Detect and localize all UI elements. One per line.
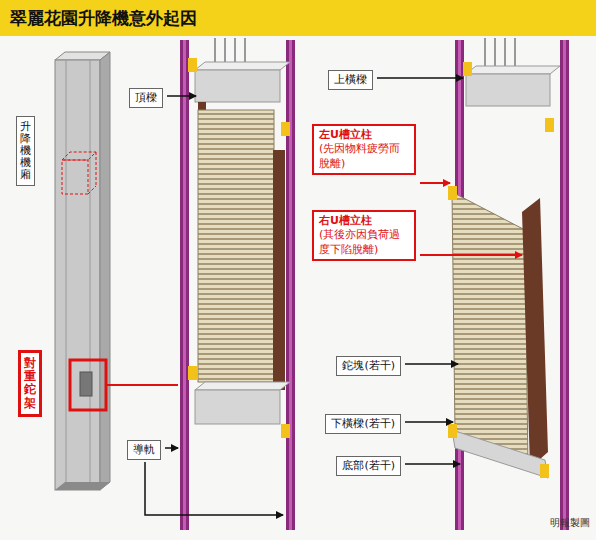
label-box: 右U槽立柱(其後亦因負荷過度下陷脫離) (312, 210, 416, 261)
title-text: 翠麗花園升降機意外起因 (10, 8, 197, 28)
label-box: 底部(若干) (336, 456, 401, 476)
title-band: 翠麗花園升降機意外起因 (0, 0, 596, 36)
label-text: 升降機機廂 (20, 121, 31, 181)
label-text: 鉈塊(若干) (342, 359, 395, 373)
label-text: 右U槽立柱 (319, 214, 409, 228)
label-text: 對重鉈架 (24, 357, 36, 410)
label-text: (先因物料疲勞而脫離) (319, 142, 409, 171)
label-box: 頂樑 (129, 88, 163, 108)
label-text: 頂樑 (135, 91, 157, 105)
label-text: (其後亦因負荷過度下陷脫離) (319, 228, 409, 257)
label-box: 下橫樑(若干) (325, 414, 401, 434)
label-box: 升降機機廂 (16, 116, 35, 186)
label-box: 鉈塊(若干) (336, 356, 401, 376)
label-box: 上橫樑 (328, 70, 373, 90)
label-text: 底部(若干) (342, 459, 395, 473)
label-text: 下橫樑(若干) (331, 417, 395, 431)
credit-label: 明報製圖 (550, 516, 590, 530)
label-text: 左U槽立柱 (319, 128, 409, 142)
label-box: 左U槽立柱(先因物料疲勞而脫離) (312, 124, 416, 175)
label-text: 導軌 (133, 443, 155, 457)
label-text: 上橫樑 (334, 73, 367, 87)
label-box: 導軌 (127, 440, 161, 460)
label-box: 對重鉈架 (18, 350, 42, 417)
